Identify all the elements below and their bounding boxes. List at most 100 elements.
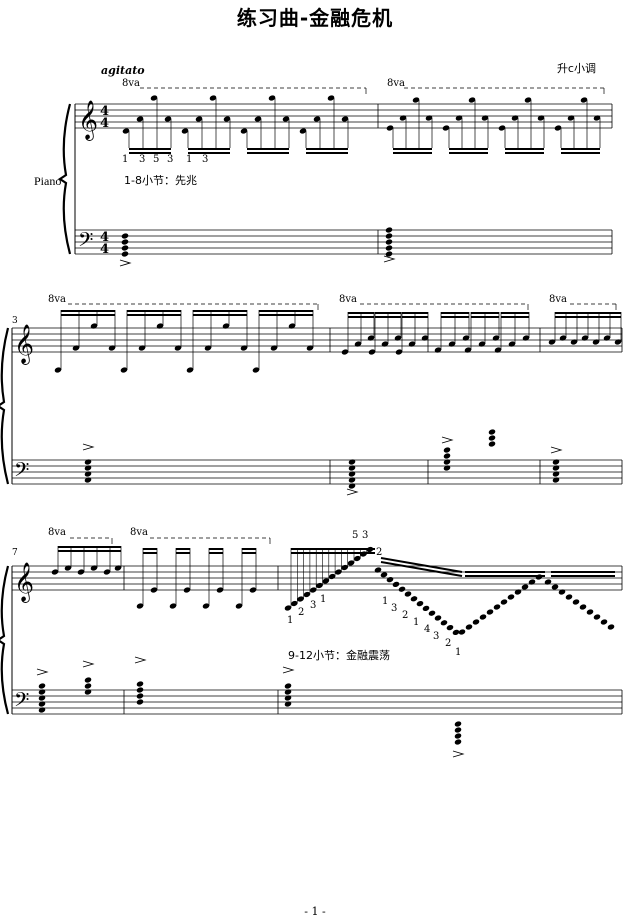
note-head <box>392 581 400 588</box>
note-head <box>150 95 158 101</box>
octave-sign: 8va <box>48 294 66 305</box>
fingering: 1 <box>455 647 462 658</box>
time-signature: 4 <box>100 104 109 119</box>
beam <box>306 148 348 150</box>
beam <box>441 316 469 318</box>
note-head <box>593 614 601 620</box>
fingering: 1 <box>122 154 129 165</box>
beam <box>61 310 115 312</box>
note-head <box>156 323 164 329</box>
chord-note <box>136 693 144 699</box>
fingering: 3 <box>139 154 146 165</box>
note-head <box>565 594 573 600</box>
note-head <box>434 347 442 353</box>
chord-note <box>121 233 129 239</box>
note-head <box>500 599 508 605</box>
section-annotation-2: 9-12小节：金融震荡 <box>288 649 390 662</box>
fingering: 5 <box>352 530 359 541</box>
beam <box>127 314 181 316</box>
note-head <box>195 116 203 122</box>
note-head <box>580 97 588 103</box>
note-head <box>368 349 376 355</box>
note-head <box>404 591 412 597</box>
chord-note <box>552 477 560 483</box>
treble-clef-icon: 𝄞 <box>78 100 98 141</box>
bass-clef-icon: 𝄢 <box>14 458 29 486</box>
note-head <box>521 584 529 590</box>
note-head <box>222 323 230 329</box>
note-head <box>524 97 532 103</box>
fingering: 5 <box>153 154 160 165</box>
note-head <box>478 341 486 347</box>
score-title: 练习曲-金融危机 <box>236 6 394 30</box>
note-head <box>416 600 424 607</box>
chord-note <box>84 471 92 477</box>
note-head <box>559 335 567 341</box>
note-head <box>322 578 330 584</box>
chord-note <box>443 447 451 453</box>
note-head <box>537 115 545 121</box>
beam <box>291 552 375 554</box>
beam <box>259 310 313 312</box>
instrument-label: Piano <box>34 174 62 188</box>
note-head <box>572 599 580 605</box>
beam <box>501 312 529 314</box>
fingering: 1 <box>320 594 327 605</box>
note-head <box>252 367 260 373</box>
beam <box>193 314 247 316</box>
note-head <box>446 624 454 631</box>
chord-note <box>38 701 46 707</box>
note-head <box>136 116 144 122</box>
beam <box>209 548 223 550</box>
chord-note <box>385 227 393 233</box>
beam <box>402 312 428 314</box>
fingering: 3 <box>433 631 440 642</box>
note-head <box>367 335 375 341</box>
key-label: 升c小调 <box>556 62 596 75</box>
beam <box>129 148 171 150</box>
beam <box>143 548 157 550</box>
note-head <box>282 116 290 122</box>
note-head <box>77 569 85 575</box>
note-head <box>51 569 59 575</box>
chord-note <box>552 471 560 477</box>
beam <box>380 557 463 573</box>
time-signature: 4 <box>100 116 109 131</box>
chord-note <box>385 245 393 251</box>
octave-sign: 8va <box>130 527 148 538</box>
chord-note <box>136 699 144 705</box>
note-head <box>120 367 128 373</box>
note-head <box>354 341 362 347</box>
note-head <box>270 345 278 351</box>
note-head <box>468 97 476 103</box>
note-head <box>108 345 116 351</box>
accent-mark <box>346 488 359 496</box>
beam <box>449 152 488 154</box>
beam <box>259 314 313 316</box>
note-head <box>551 584 559 590</box>
chord-note <box>38 695 46 701</box>
note-head <box>492 335 500 341</box>
note-head <box>398 586 406 592</box>
note-head <box>440 620 448 626</box>
note-head <box>114 565 122 571</box>
note-head <box>169 603 177 609</box>
note-head <box>428 610 436 616</box>
note-head <box>399 115 407 121</box>
note-head <box>341 349 349 355</box>
note-head <box>268 95 276 101</box>
note-head <box>174 345 182 351</box>
note-head <box>328 573 336 580</box>
time-signature: 4 <box>100 242 109 257</box>
beam <box>58 546 121 548</box>
fingering: 1 <box>186 154 193 165</box>
note-head <box>452 629 460 636</box>
beam <box>375 316 401 318</box>
note-head <box>90 323 98 329</box>
measure-number-7: 7 <box>12 548 18 558</box>
chord-note <box>454 739 462 745</box>
note-head <box>412 97 420 103</box>
chord-note <box>284 683 292 689</box>
note-head <box>64 565 72 571</box>
accent-mark <box>82 660 95 668</box>
